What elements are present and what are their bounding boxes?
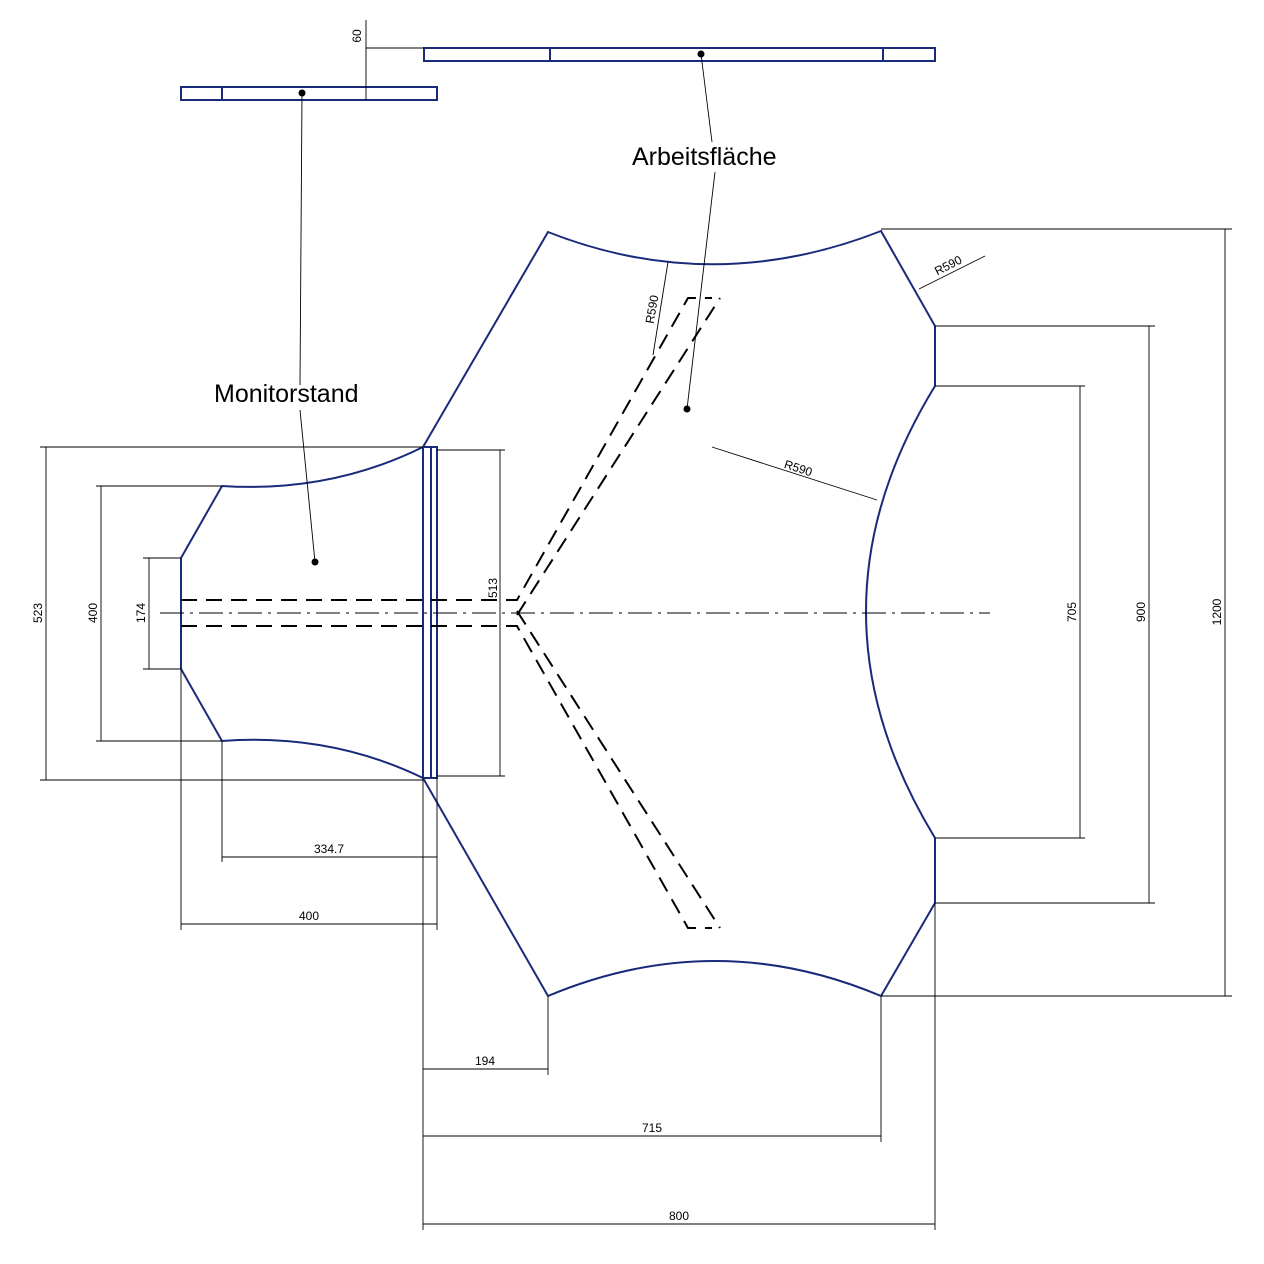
dim-1200-text: 1200 bbox=[1210, 598, 1224, 625]
arbeitsflaeche-outline bbox=[422, 229, 936, 998]
dimension-thickness: 60 bbox=[350, 20, 424, 100]
dim-900-text: 900 bbox=[1134, 602, 1148, 622]
dim-400-bottom-text: 400 bbox=[299, 909, 319, 923]
dimension-900: 900 bbox=[935, 325, 1155, 904]
dim-334-7-text: 334.7 bbox=[314, 842, 344, 856]
dim-523-text: 523 bbox=[31, 603, 45, 623]
dim-705-text: 705 bbox=[1065, 602, 1079, 622]
side-view-monitorstand bbox=[180, 86, 438, 101]
dimension-1200: 1200 bbox=[881, 228, 1232, 997]
label-arbeitsflaeche: Arbeitsfläche bbox=[632, 143, 777, 171]
dimension-705: 705 bbox=[935, 385, 1085, 839]
radius-right: R590 bbox=[711, 446, 878, 501]
leader-monitorstand: Monitorstand bbox=[214, 92, 359, 566]
radius-top: R590 bbox=[643, 261, 669, 356]
dim-r590-top-text: R590 bbox=[643, 294, 662, 325]
radius-corner: R590 bbox=[918, 253, 986, 290]
hidden-frame bbox=[160, 297, 990, 929]
dimension-334-7: 334.7 bbox=[221, 741, 438, 862]
dimension-194: 194 bbox=[422, 778, 549, 1230]
dim-400-left-text: 400 bbox=[86, 603, 100, 623]
dimension-800: 800 bbox=[423, 903, 936, 1230]
dim-715-text: 715 bbox=[642, 1121, 662, 1135]
side-view-arbeitsflaeche bbox=[423, 47, 936, 62]
label-monitorstand: Monitorstand bbox=[214, 380, 359, 408]
dim-r590-right-text: R590 bbox=[782, 457, 814, 479]
dim-800-text: 800 bbox=[669, 1209, 689, 1223]
leader-arbeitsflaeche: Arbeitsfläche bbox=[632, 53, 777, 413]
dim-174-text: 174 bbox=[134, 603, 148, 623]
dim-thickness-text: 60 bbox=[350, 29, 364, 43]
dimension-400-bottom: 400 bbox=[180, 669, 438, 930]
dim-194-text: 194 bbox=[475, 1054, 495, 1068]
dim-513-text: 513 bbox=[486, 578, 500, 598]
dimension-400-left: 400 bbox=[86, 485, 222, 742]
dimension-513: 513 bbox=[437, 449, 505, 777]
dimension-715: 715 bbox=[423, 996, 882, 1142]
dimension-523: 523 bbox=[31, 446, 423, 781]
dimension-174: 174 bbox=[134, 557, 181, 670]
